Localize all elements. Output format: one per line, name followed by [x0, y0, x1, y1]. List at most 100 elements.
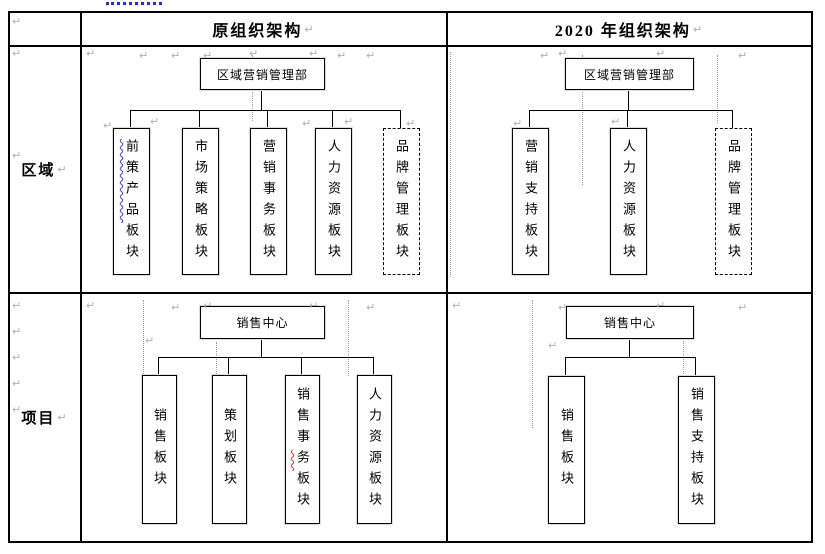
- box-market-strategy[interactable]: 市场策略板块: [182, 128, 219, 275]
- box-sales-support[interactable]: 销售支持板块: [678, 376, 715, 524]
- connector-line: [400, 110, 401, 128]
- box-sales-center-new[interactable]: 销售中心: [566, 306, 694, 339]
- box-hr-project[interactable]: 人力资源板块: [357, 375, 392, 524]
- box-label: 销售中心: [236, 316, 289, 330]
- connector-line: [565, 357, 696, 358]
- box-label: 营销支持板块: [523, 138, 538, 265]
- pilcrow-mark: ↵: [452, 299, 462, 312]
- box-brand-management-new[interactable]: 品牌管理板块: [715, 128, 752, 275]
- box-label: 人力资源板块: [367, 386, 382, 513]
- pilcrow-mark: ↵: [309, 299, 319, 312]
- box-planning[interactable]: 策划板块: [212, 375, 247, 524]
- box-label: 区域营销管理部: [583, 67, 675, 82]
- box-label: 区域营销管理部: [216, 67, 308, 82]
- pilcrow-mark: ↵: [692, 22, 705, 36]
- pilcrow-mark: ↵: [366, 49, 376, 62]
- pilcrow-mark: ↵: [86, 47, 96, 60]
- pilcrow-mark: ↵: [139, 49, 149, 62]
- hyperlink-underline-mark: [106, 0, 162, 5]
- pilcrow-mark: ↵: [145, 334, 155, 347]
- box-label: 销售板块: [152, 407, 167, 492]
- header-old-structure: 原组织架构↵: [82, 13, 446, 45]
- table-border-left: [8, 11, 10, 543]
- connector-line: [228, 357, 229, 375]
- box-label: 策划板块: [222, 407, 237, 492]
- box-marketing-affairs[interactable]: 营销事务板块: [250, 128, 287, 275]
- pilcrow-mark: ↵: [366, 301, 376, 314]
- box-region-marketing-dept-new[interactable]: 区域营销管理部: [565, 58, 694, 90]
- box-label: 销售支持板块: [689, 387, 704, 513]
- box-region-marketing-dept-old[interactable]: 区域营销管理部: [200, 58, 325, 90]
- box-sales-old[interactable]: 销售板块: [142, 375, 177, 524]
- connector-line: [199, 110, 200, 128]
- connector-line: [565, 357, 566, 376]
- paragraph-guide: [532, 300, 533, 428]
- pilcrow-mark: ↵: [548, 339, 558, 352]
- table-divider-header: [8, 45, 813, 47]
- box-label: 板块: [295, 470, 310, 513]
- pilcrow-mark: ↵: [12, 325, 22, 338]
- paragraph-guide: [348, 300, 349, 376]
- connector-line: [529, 110, 530, 128]
- row-label-project: 项目↵: [10, 294, 80, 541]
- paragraph-guide: [216, 342, 217, 378]
- box-hr-region-new[interactable]: 人力资源板块: [610, 128, 647, 275]
- pilcrow-mark: ↵: [344, 115, 354, 128]
- pilcrow-mark: ↵: [171, 301, 181, 314]
- table-divider-col2: [446, 11, 448, 543]
- connector-line: [732, 110, 733, 128]
- box-label: 人力资源板块: [326, 138, 341, 265]
- box-sales-affairs[interactable]: 销售事务板块: [285, 375, 320, 524]
- pilcrow-mark: ↵: [150, 115, 160, 128]
- connector-line: [261, 337, 262, 357]
- box-label-spellchecked: 务: [295, 449, 310, 471]
- connector-line: [695, 357, 696, 376]
- pilcrow-mark: ↵: [611, 115, 621, 128]
- pilcrow-mark: ↵: [103, 119, 113, 132]
- row-label-project-text: 项目: [21, 411, 56, 427]
- pilcrow-mark: ↵: [12, 377, 22, 390]
- box-hr-region-old[interactable]: 人力资源板块: [315, 128, 352, 275]
- paragraph-guide: [582, 55, 583, 185]
- paragraph-guide: [717, 55, 718, 123]
- connector-line: [130, 110, 131, 128]
- pilcrow-mark: ↵: [57, 411, 69, 424]
- pilcrow-mark: ↵: [656, 47, 666, 60]
- connector-line: [628, 88, 629, 110]
- box-brand-management-old[interactable]: 品牌管理板块: [383, 128, 420, 275]
- connector-line: [130, 110, 401, 111]
- pilcrow-mark: ↵: [12, 47, 22, 60]
- pilcrow-mark: ↵: [249, 47, 259, 60]
- row-label-region-text: 区域: [21, 162, 56, 179]
- box-label: 人力资源板块: [621, 138, 636, 265]
- table-divider-rows: [8, 292, 813, 294]
- box-marketing-support-region[interactable]: 营销支持板块: [512, 128, 549, 275]
- pilcrow-mark: ↵: [12, 351, 22, 364]
- box-label: 板块: [124, 222, 139, 265]
- box-sales-center-old[interactable]: 销售中心: [200, 306, 325, 339]
- pilcrow-mark: ↵: [513, 117, 523, 130]
- pilcrow-mark: ↵: [302, 117, 312, 130]
- box-pre-planning-product[interactable]: 前策产品板块: [113, 128, 150, 275]
- box-label: 品牌管理板块: [726, 138, 741, 265]
- table-border-top: [8, 11, 813, 13]
- box-label-spellchecked: 前策产品: [124, 138, 139, 223]
- paragraph-guide: [143, 300, 144, 428]
- connector-line: [373, 357, 374, 375]
- header-new-structure-label: 2020 年组织架构: [554, 23, 691, 40]
- box-sales-new[interactable]: 销售板块: [548, 376, 585, 524]
- box-label: 销售中心: [603, 316, 656, 330]
- pilcrow-mark: ↵: [558, 301, 568, 314]
- pilcrow-mark: ↵: [12, 403, 22, 416]
- box-label: 销售事: [295, 386, 310, 450]
- connector-line: [261, 88, 262, 110]
- connector-line: [629, 337, 630, 357]
- pilcrow-mark: ↵: [171, 49, 181, 62]
- pilcrow-mark: ↵: [738, 49, 748, 62]
- pilcrow-mark: ↵: [406, 117, 416, 130]
- pilcrow-mark: ↵: [86, 299, 96, 312]
- connector-line: [158, 357, 159, 375]
- table-divider-col1: [80, 11, 82, 543]
- connector-line: [332, 110, 333, 128]
